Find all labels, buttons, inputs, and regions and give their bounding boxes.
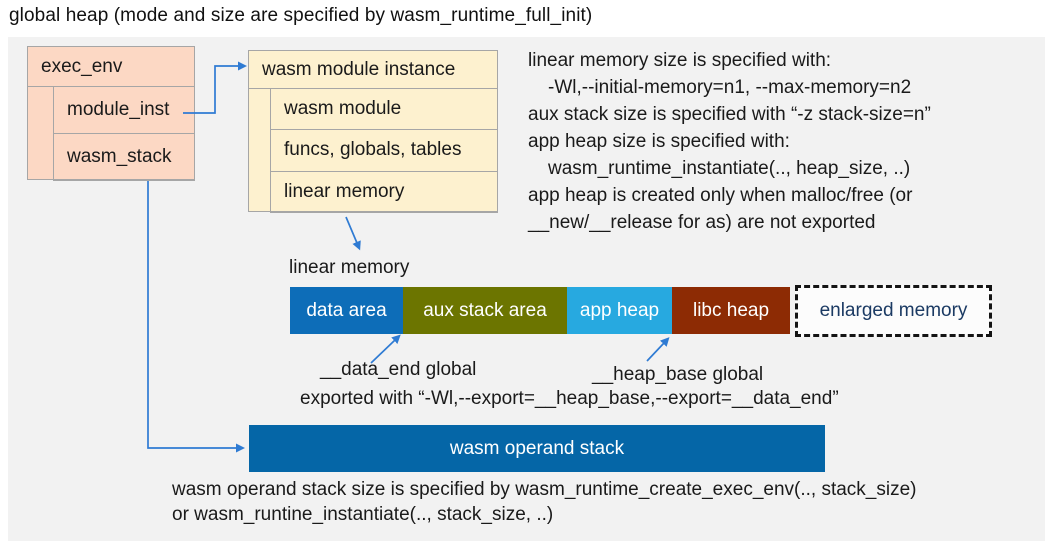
- linear-memory-bar: data area aux stack area app heap libc h…: [290, 287, 790, 334]
- linear-memory-label: linear memory: [289, 257, 410, 278]
- note-line: or wasm_runtine_instantiate(.., stack_si…: [172, 504, 554, 525]
- exec-env-title: exec_env: [28, 47, 194, 87]
- diagram-title: global heap (mode and size are specified…: [9, 5, 593, 26]
- note-line: wasm_runtime_instantiate(.., heap_size, …: [548, 158, 911, 179]
- exec-env-box: exec_env module_inst wasm_stack: [27, 46, 195, 181]
- exec-env-field-module-inst: module_inst: [54, 87, 194, 134]
- mem-segment-aux-stack-area: aux stack area: [403, 287, 567, 334]
- exec-env-field-wasm-stack: wasm_stack: [67, 146, 172, 167]
- export-flags-note: exported with “-Wl,--export=__heap_base,…: [300, 388, 839, 409]
- data-end-global-label: __data_end global: [320, 359, 477, 380]
- mem-segment-libc-heap: libc heap: [672, 287, 790, 334]
- module-instance-field-wasm-module: wasm module: [271, 89, 497, 131]
- heap-base-global-label: __heap_base global: [592, 364, 764, 385]
- module-instance-field-funcs-globals-tables: funcs, globals, tables: [271, 130, 497, 172]
- module-instance-fields: wasm module funcs, globals, tables linea…: [270, 89, 498, 213]
- module-instance-title: wasm module instance: [249, 51, 497, 89]
- note-line: -Wl,--initial-memory=n1, --max-memory=n2: [548, 77, 912, 98]
- mem-segment-app-heap: app heap: [567, 287, 672, 334]
- mem-segment-data-area: data area: [290, 287, 403, 334]
- enlarged-memory-label: enlarged memory: [819, 300, 968, 321]
- note-line: app heap is created only when malloc/fre…: [528, 185, 913, 206]
- note-line: linear memory size is specified with:: [528, 50, 832, 71]
- memory-size-notes: linear memory size is specified with: -W…: [528, 47, 931, 236]
- note-line: __new/__release for as) are not exported: [528, 212, 876, 233]
- module-instance-field-linear-memory: linear memory: [284, 180, 405, 202]
- operand-stack-notes: wasm operand stack size is specified by …: [172, 477, 917, 527]
- note-line: aux stack size is specified with “-z sta…: [528, 104, 931, 125]
- note-line: wasm operand stack size is specified by …: [172, 479, 917, 500]
- wasm-operand-stack-bar: wasm operand stack: [249, 425, 825, 472]
- note-line: app heap size is specified with:: [528, 131, 790, 152]
- module-instance-box: wasm module instance wasm module funcs, …: [248, 50, 498, 213]
- enlarged-memory-box: enlarged memory: [795, 285, 992, 337]
- exec-env-fields: module_inst wasm_stack: [53, 87, 195, 181]
